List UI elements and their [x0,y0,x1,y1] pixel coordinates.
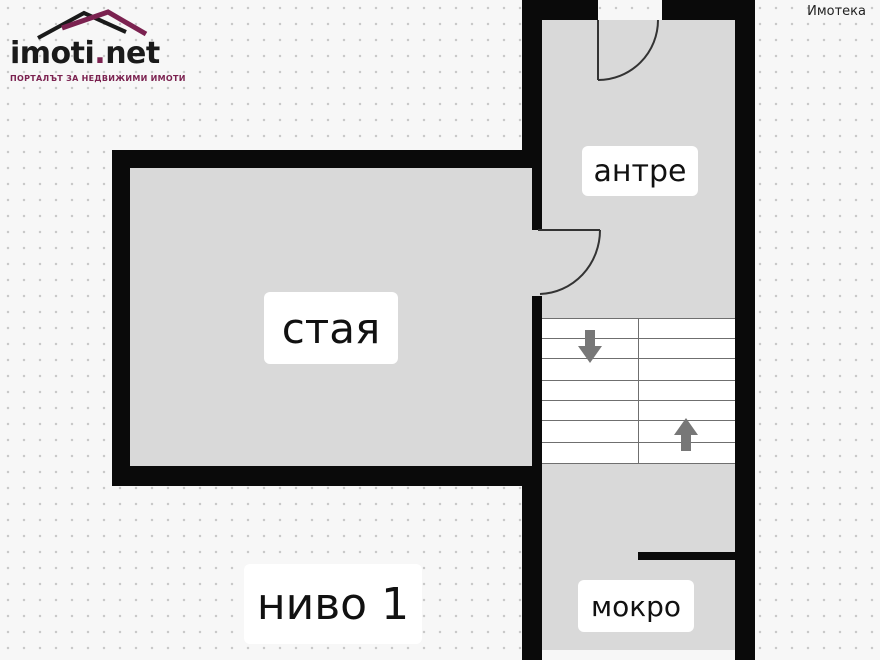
room-label-hall: антре [582,146,698,196]
wall [112,150,130,486]
wall [735,0,755,660]
logo-dot: . [94,36,106,71]
wall [522,0,598,20]
partition-wall [532,296,542,466]
wall [662,0,755,20]
wall [522,0,542,150]
logo-tld: net [105,36,160,71]
room-door [538,229,601,295]
level-label: ниво 1 [244,564,422,644]
arrow-up-icon [674,418,698,451]
house-roof-icon [37,9,148,40]
partition-wall [532,168,542,230]
logo-tagline: ПОРТАЛЪТ ЗА НЕДВИЖИМИ ИМОТИ [10,74,186,83]
entrance-door [597,20,659,81]
wall [112,150,542,168]
logo-wordmark: imoti.net [10,36,160,71]
stair-divider [638,318,639,464]
wall [522,486,542,660]
site-logo[interactable]: imoti.net ПОРТАЛЪТ ЗА НЕДВИЖИМИ ИМОТИ [8,8,185,88]
staircase [542,318,735,464]
watermark: Имотека [807,4,866,19]
logo-name: imoti [10,36,95,71]
room-label-room: стая [264,292,398,364]
room-label-bathroom: мокро [578,580,694,632]
wall [112,466,542,486]
arrow-down-icon [578,330,602,363]
partition-wall [638,552,735,560]
